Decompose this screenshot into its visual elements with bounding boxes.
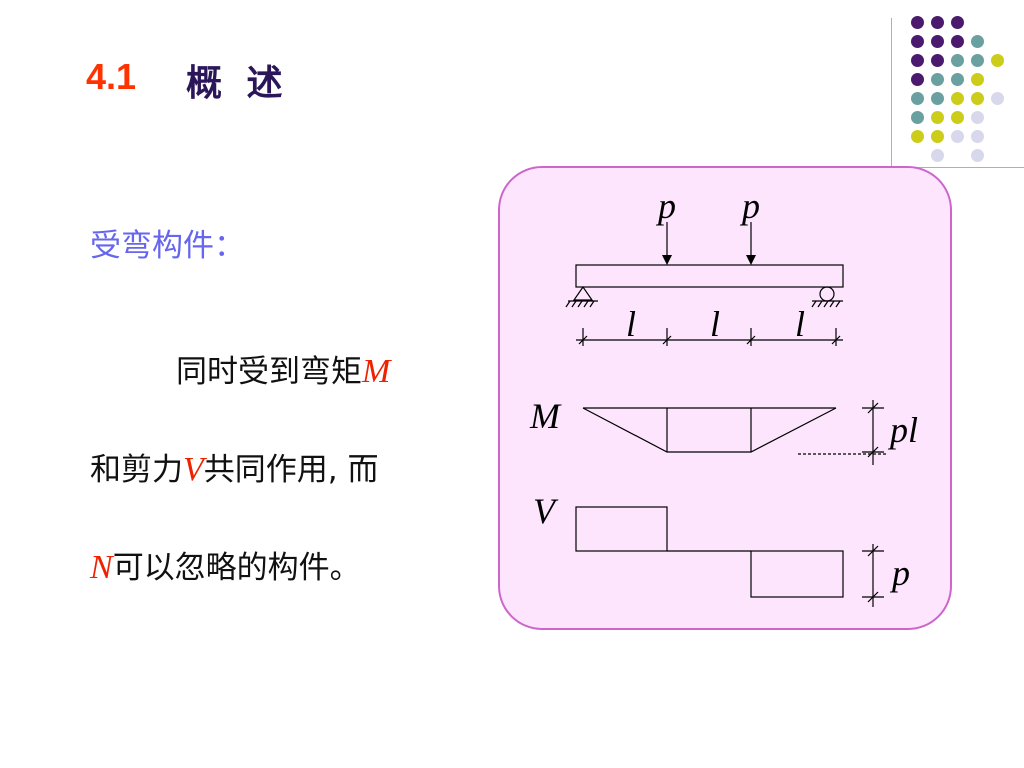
beam [575, 264, 844, 288]
shear-block-positive [575, 506, 668, 552]
load-arrowhead-right [746, 255, 756, 265]
decor-vertical-line [891, 18, 892, 168]
decor-dot [951, 35, 964, 48]
beam-diagram-panel [498, 166, 952, 630]
load-label-left: p [655, 186, 676, 226]
decor-dot [951, 73, 964, 86]
dimension-slash [662, 335, 672, 345]
decor-dot [971, 54, 984, 67]
decor-dot [951, 111, 964, 124]
slide-title: 概 述 [186, 63, 289, 104]
body-line-1: 同时受到弯矩M [176, 346, 390, 391]
ground-hatch [835, 300, 841, 308]
decor-dot [971, 35, 984, 48]
shear-dim-slash [867, 545, 879, 557]
decor-dot [971, 73, 984, 86]
moment-value-label: pl [887, 410, 918, 450]
span-label-1: l [626, 304, 636, 344]
load-label-right: p [739, 186, 760, 226]
decor-dot [931, 92, 944, 105]
decor-dot [991, 54, 1004, 67]
decor-dot [911, 16, 924, 29]
shear-dim-slash [867, 591, 879, 603]
decor-dot [931, 35, 944, 48]
ground-hatch [811, 300, 817, 308]
decor-dot [971, 92, 984, 105]
decor-dot [911, 92, 924, 105]
decor-dot [911, 54, 924, 67]
body-line-3: N可以忽略的构件。 [90, 542, 361, 587]
ground-hatch [577, 300, 583, 308]
moment-curve [582, 407, 837, 453]
shear-label: V [533, 491, 559, 531]
decor-dot [971, 130, 984, 143]
symbol-v: V [183, 451, 204, 488]
moment-label: M [529, 396, 562, 436]
decor-dot [991, 92, 1004, 105]
decor-dot [911, 130, 924, 143]
shear-value-label: p [889, 553, 910, 593]
ground-hatch [823, 300, 829, 308]
decor-dot [911, 73, 924, 86]
decor-dot [951, 16, 964, 29]
decor-dot [931, 149, 944, 162]
decor-dot [931, 16, 944, 29]
span-label-2: l [710, 304, 720, 344]
moment-dim-slash [867, 446, 879, 458]
pin-support [572, 285, 594, 301]
moment-dim-slash [867, 402, 879, 414]
decor-dot [931, 54, 944, 67]
body-line-2: 和剪力V共同作用, 而 [90, 444, 379, 489]
ground-hatch [589, 300, 595, 308]
body-line-2-post: 共同作用, 而 [203, 452, 379, 488]
dimension-slash [831, 335, 841, 345]
decor-horizontal-line [891, 167, 1024, 168]
ground-hatch [565, 300, 571, 308]
dimension-slash [578, 335, 588, 345]
decor-dot [911, 111, 924, 124]
load-arrowhead-left [662, 255, 672, 265]
title-number: 4.1 [86, 56, 137, 97]
span-label-3: l [795, 304, 805, 344]
body-line-3-post: 可以忽略的构件。 [112, 550, 361, 586]
decor-dot [951, 130, 964, 143]
decor-dot [911, 35, 924, 48]
body-line-2-pre: 和剪力 [90, 452, 183, 488]
ground-hatch [583, 300, 589, 308]
decor-dot [931, 111, 944, 124]
decor-dot [931, 130, 944, 143]
decor-dot [951, 92, 964, 105]
body-line-1-text: 同时受到弯矩 [176, 354, 362, 390]
ground-hatch [571, 300, 577, 308]
dimension-slash [746, 335, 756, 345]
decor-dot [971, 111, 984, 124]
shear-block-negative [750, 550, 844, 598]
roller-support [819, 286, 835, 302]
symbol-m: M [362, 353, 391, 390]
ground-hatch [829, 300, 835, 308]
subtitle: 受弯构件： [90, 228, 245, 264]
symbol-n: N [90, 549, 113, 586]
decor-dot [931, 73, 944, 86]
decor-dot [951, 54, 964, 67]
ground-hatch [817, 300, 823, 308]
decor-dot [971, 149, 984, 162]
